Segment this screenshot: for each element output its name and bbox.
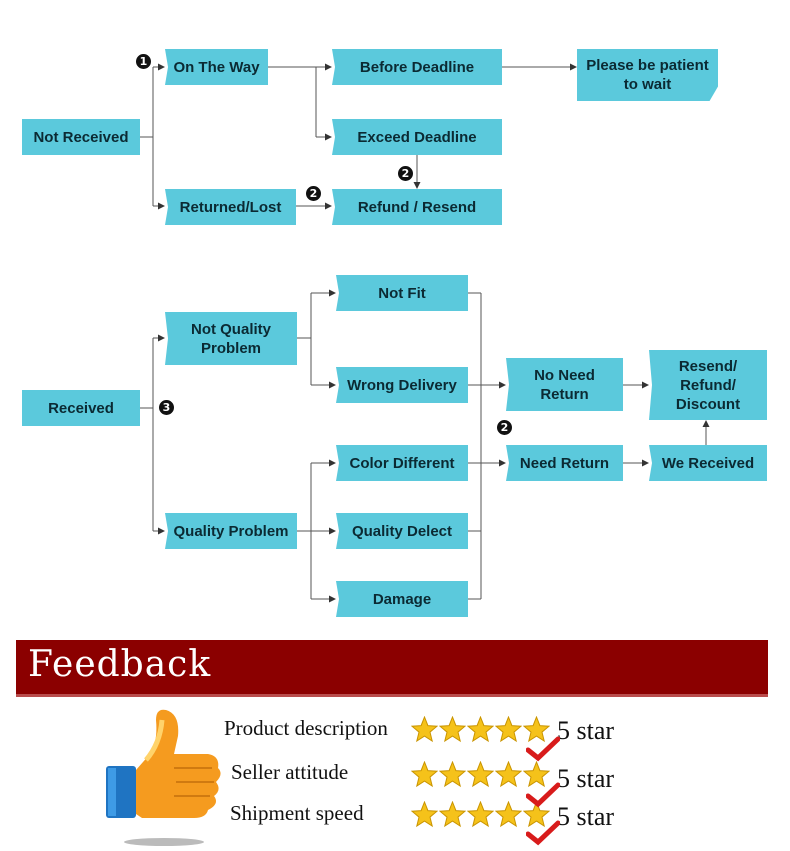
star-icon <box>467 716 494 743</box>
we-received-node: We Received <box>649 445 767 481</box>
seller-attitude-rating: 5 star <box>557 764 615 793</box>
step-badge-3: 3 <box>159 400 174 415</box>
not-received-node: Not Received <box>22 119 140 155</box>
color-different-node: Color Different <box>336 445 468 481</box>
received-node: Received <box>22 390 140 426</box>
product-description-rating: 5 star <box>557 716 615 745</box>
wrong-delivery-node: Wrong Delivery <box>336 367 468 403</box>
product-description-stars <box>411 716 550 743</box>
star-icon <box>467 801 494 828</box>
product-description-label: Product description <box>224 716 388 740</box>
resend-refund-discount-node: Resend/ Refund/ Discount <box>649 350 767 420</box>
exceed-deadline-node: Exceed Deadline <box>332 119 502 155</box>
not-quality-problem-node: Not Quality Problem <box>165 312 297 365</box>
star-icon <box>523 761 550 788</box>
check-icon <box>526 820 560 846</box>
star-icon <box>411 761 438 788</box>
feedback-title: Feedback <box>28 644 212 685</box>
star-icon <box>439 801 466 828</box>
refund-resend-node: Refund / Resend <box>332 189 502 225</box>
check-icon <box>526 782 560 808</box>
quality-problem-node: Quality Problem <box>165 513 297 549</box>
star-icon <box>439 716 466 743</box>
no-need-return-node: No Need Return <box>506 358 623 411</box>
star-icon <box>439 761 466 788</box>
shipment-speed-label: Shipment speed <box>230 801 364 825</box>
thumbs-up-icon <box>106 709 221 846</box>
star-icon <box>523 716 550 743</box>
star-icon <box>523 801 550 828</box>
star-icon <box>411 801 438 828</box>
seller-attitude-label: Seller attitude <box>231 760 349 784</box>
step-badge-2-lost: 2 <box>306 186 321 201</box>
star-icon <box>495 716 522 743</box>
need-return-node: Need Return <box>506 445 623 481</box>
returned-lost-node: Returned/Lost <box>165 189 296 225</box>
on-the-way-node: On The Way <box>165 49 268 85</box>
step-badge-2-return: 2 <box>497 420 512 435</box>
star-icon <box>467 761 494 788</box>
shipment-speed-rating: 5 star <box>557 802 615 831</box>
step-badge-1: 1 <box>136 54 151 69</box>
damage-node: Damage <box>336 581 468 617</box>
before-deadline-node: Before Deadline <box>332 49 502 85</box>
please-wait-node: Please be patient to wait <box>577 49 718 101</box>
shipment-speed-stars <box>411 801 550 828</box>
star-icon <box>495 761 522 788</box>
quality-defect-node: Quality Delect <box>336 513 468 549</box>
step-badge-2-top: 2 <box>398 166 413 181</box>
star-icon <box>495 801 522 828</box>
seller-attitude-stars <box>411 761 550 788</box>
check-icon <box>526 736 560 762</box>
star-icon <box>411 716 438 743</box>
flow-connectors <box>140 63 710 603</box>
feedback-banner: Feedback <box>16 640 768 697</box>
not-fit-node: Not Fit <box>336 275 468 311</box>
